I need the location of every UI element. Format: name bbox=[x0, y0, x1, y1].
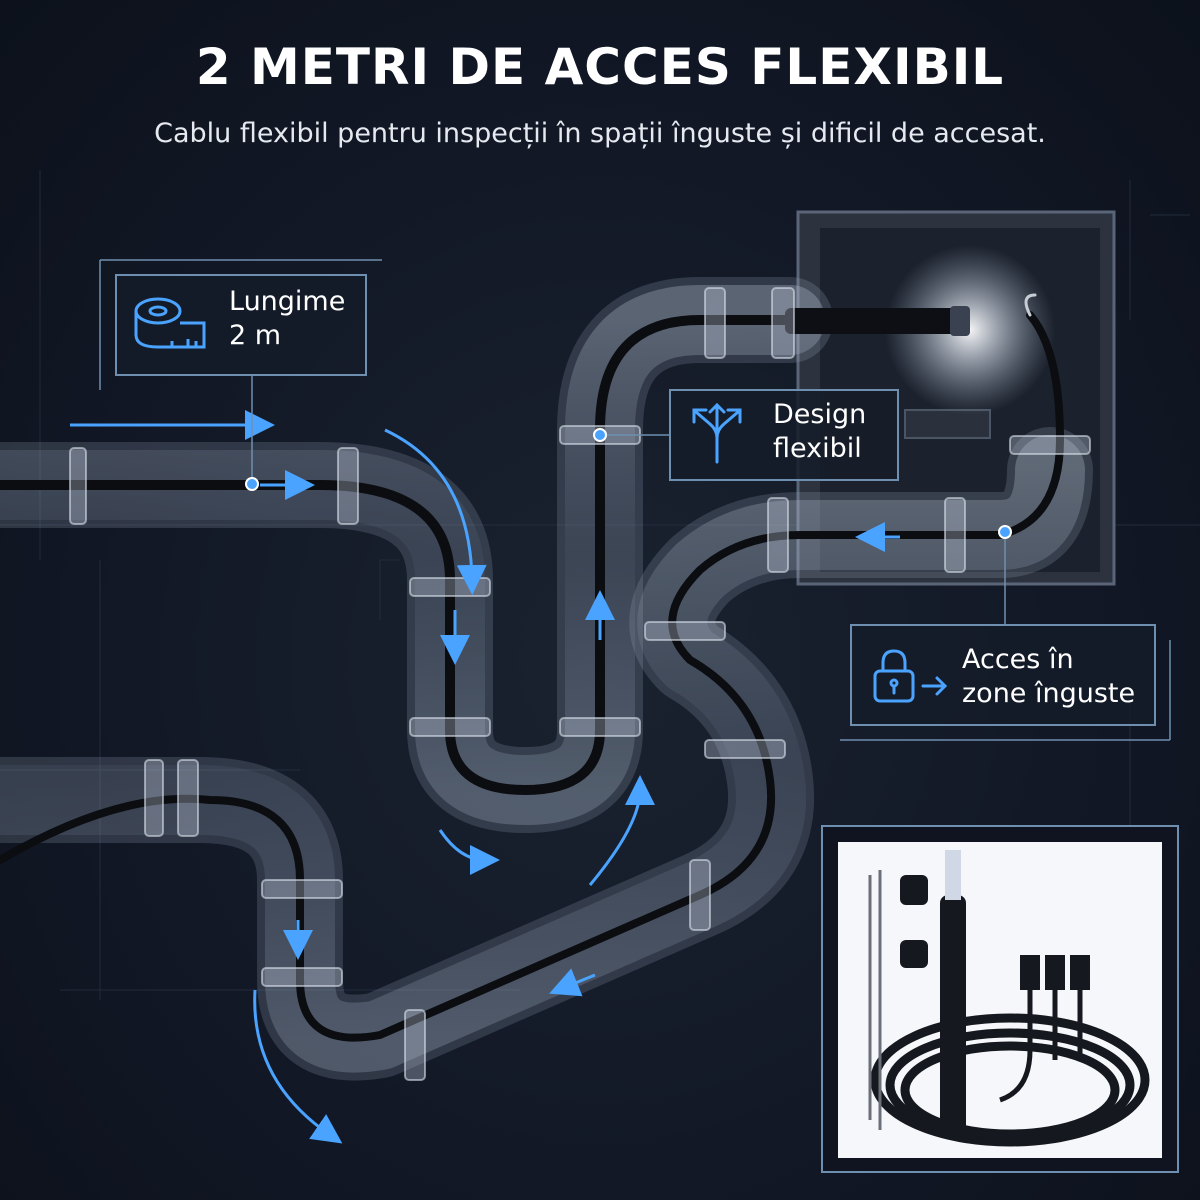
callout-access: Acces în zone înguste bbox=[962, 643, 1135, 711]
callout-flexible-line1: Design bbox=[773, 399, 867, 430]
probe-image bbox=[940, 895, 966, 1135]
callout-length: Lungime 2 m bbox=[229, 285, 345, 353]
callout-flexible-line2: flexibil bbox=[773, 433, 862, 464]
callout-frames bbox=[99, 259, 1171, 741]
callout-length-line2: 2 m bbox=[229, 320, 282, 351]
callout-leaders bbox=[251, 375, 1006, 625]
hook-accessory-image bbox=[868, 870, 882, 1130]
callout-access-line2: zone înguste bbox=[962, 678, 1136, 709]
product-inset bbox=[821, 825, 1179, 1173]
magnet-accessory-image bbox=[900, 875, 928, 905]
flow-arrows bbox=[70, 410, 900, 1144]
camera-probe bbox=[785, 308, 960, 334]
cable bbox=[0, 315, 965, 795]
mirror-accessory-image bbox=[900, 940, 928, 968]
callout-length-line1: Lungime bbox=[229, 286, 346, 317]
page-subtitle: Cablu flexibil pentru inspecții în spați… bbox=[154, 118, 1046, 149]
page-title: 2 METRI DE ACCES FLEXIBIL bbox=[195, 38, 1005, 96]
pipe-couplings bbox=[69, 287, 1091, 1081]
pipe-system bbox=[0, 277, 1093, 1081]
cable-2 bbox=[0, 311, 1064, 1042]
usb-connectors-image bbox=[999, 985, 1083, 1103]
callout-access-line1: Acces în bbox=[962, 644, 1074, 675]
split-arrows-icon bbox=[692, 402, 742, 464]
padlock-arrow-icon bbox=[873, 649, 948, 703]
leader-dots bbox=[245, 428, 1012, 539]
cable-coil-image bbox=[870, 1013, 1150, 1147]
tape-measure-icon bbox=[134, 297, 206, 349]
callout-flexible: Design flexibil bbox=[773, 398, 866, 466]
